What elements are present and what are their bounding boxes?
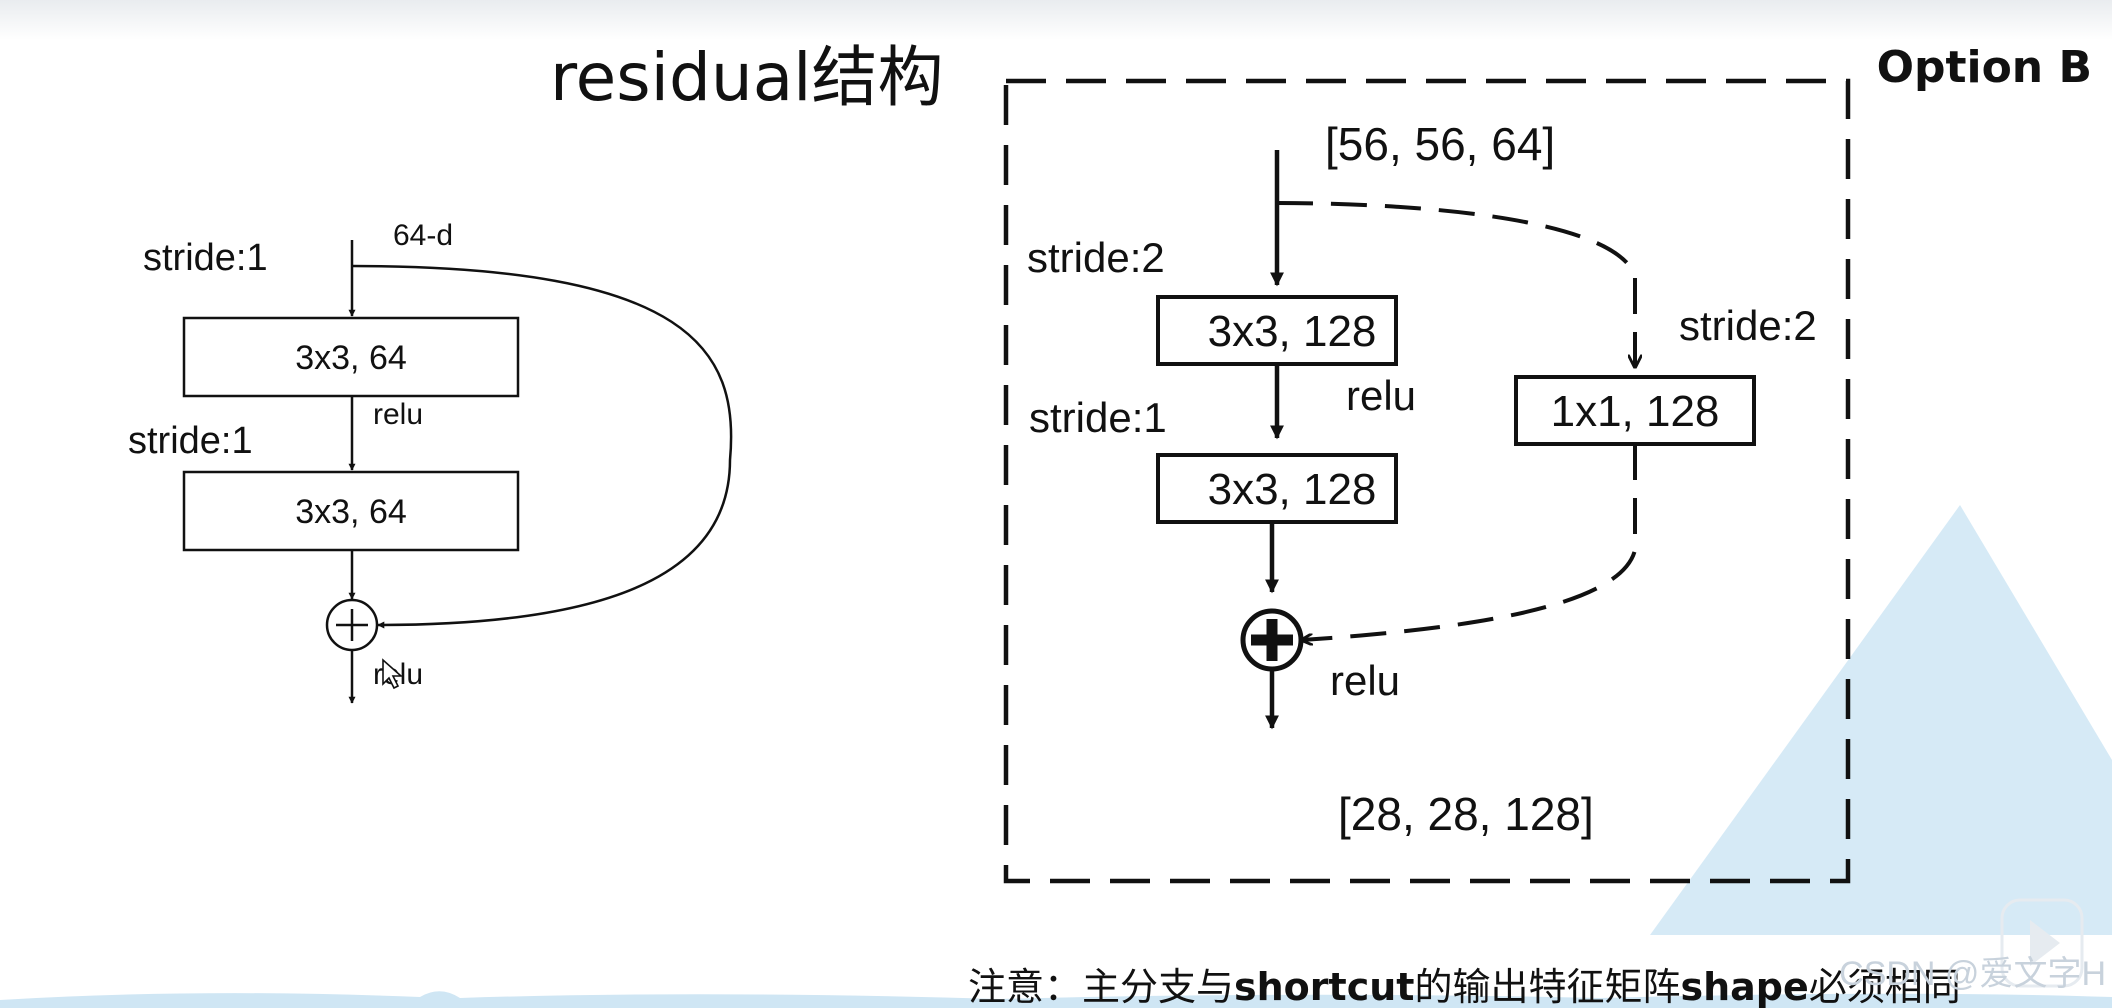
shortcut-conv-label: 1x1, 128 <box>1551 387 1720 436</box>
note-middle: 的输出特征矩阵 <box>1414 965 1680 1008</box>
shortcut-arrow-dashed <box>1276 201 1635 367</box>
conv-box-2-label: 3x3, 64 <box>295 493 407 531</box>
input-shape-label: [56, 56, 64] <box>1325 118 1555 170</box>
stride-label: stride:1 <box>143 237 268 279</box>
note-keyword-shape: shape <box>1680 965 1808 1008</box>
dashed-frame <box>1003 78 1851 884</box>
conv-box-1 <box>182 316 520 398</box>
conv-box-2-label: 3x3, 128 <box>1208 465 1377 514</box>
conv-box-2 <box>182 470 520 552</box>
residual-block-option-b: [56, 56, 64] stride:2 stride:2 3x3, 128 … <box>1003 78 1851 884</box>
conv-box-1 <box>1156 295 1398 366</box>
shortcut-conv-box <box>1514 375 1756 446</box>
page-title: residual结构 <box>550 39 944 116</box>
plus-icon <box>1251 619 1293 661</box>
input-dim-label: 64-d <box>393 219 453 252</box>
stride-label: stride:1 <box>128 420 253 462</box>
top-bar <box>0 0 2112 40</box>
residual-block-left: stride:1 64-d 3x3, 64 relu stride:1 3x3,… <box>128 219 733 704</box>
watermark: CSDN @爱文字H <box>1839 955 2106 993</box>
note-suffix: 必须相同 <box>1809 965 1961 1008</box>
background-decoration <box>0 505 2112 1008</box>
output-shape-label: [28, 28, 128] <box>1338 788 1594 840</box>
shortcut-arrow <box>351 264 733 629</box>
note-prefix: 注意：主分支与 <box>968 965 1234 1008</box>
stride-label: stride:1 <box>1029 394 1167 441</box>
note-text: 注意：主分支与shortcut的输出特征矩阵shape必须相同 <box>968 965 1961 1008</box>
shortcut-stride-label: stride:2 <box>1679 302 1817 349</box>
relu-out-label: relu <box>1330 657 1400 704</box>
plus-icon <box>336 609 368 641</box>
option-label: Option B <box>1877 42 2092 93</box>
stride-label: stride:2 <box>1027 234 1165 281</box>
mouse-cursor-icon <box>382 658 404 690</box>
conv-box-1-label: 3x3, 128 <box>1208 307 1377 356</box>
relu-mid-label: relu <box>1346 372 1416 419</box>
note-keyword-shortcut: shortcut <box>1234 965 1414 1008</box>
conv-box-2 <box>1156 453 1398 524</box>
relu-mid-label: relu <box>373 398 423 431</box>
conv-box-1-label: 3x3, 64 <box>295 339 407 377</box>
shortcut-merge-arrow <box>1302 444 1637 640</box>
